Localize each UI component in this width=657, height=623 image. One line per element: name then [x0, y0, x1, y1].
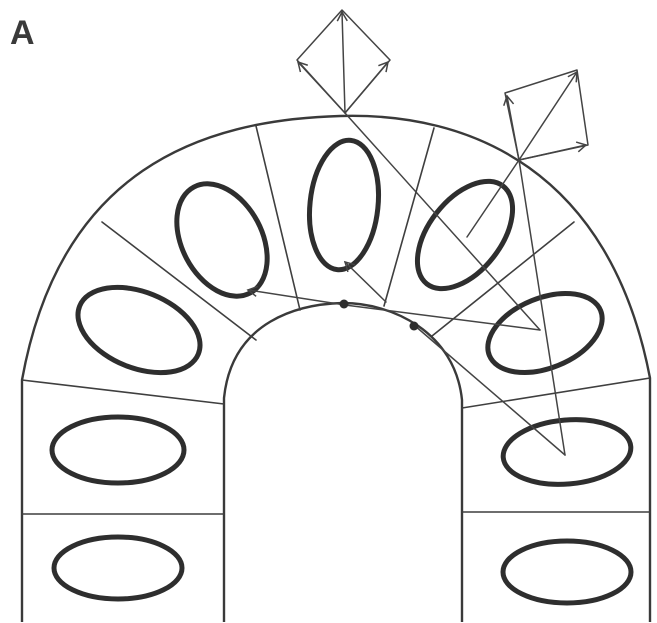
- nucleus: [476, 278, 613, 388]
- nucleus: [65, 271, 212, 389]
- nucleus: [52, 417, 184, 483]
- component-arrow: [519, 145, 586, 160]
- cell-borders: [22, 126, 650, 514]
- contact-point: [410, 322, 419, 331]
- component-arrow: [507, 96, 519, 160]
- contact-point: [340, 300, 349, 309]
- cell-border: [22, 380, 224, 404]
- nucleus: [159, 168, 286, 312]
- component-arrow: [345, 62, 388, 113]
- component-arrow: [298, 62, 345, 113]
- parallelogram-outline: [505, 70, 588, 160]
- nucleus: [303, 137, 384, 273]
- force-line: [345, 262, 386, 302]
- force-lines: [248, 113, 565, 455]
- cell-border: [384, 128, 434, 306]
- nucleus: [503, 541, 631, 603]
- nucleus: [54, 537, 182, 599]
- force-line: [519, 160, 565, 455]
- nuclei: [52, 137, 634, 603]
- force-diagram-right: [505, 70, 588, 160]
- force-diagram-apex: [297, 10, 390, 113]
- nucleus: [500, 415, 633, 490]
- resultant-arrow: [342, 12, 345, 113]
- inner-lumen-outline: [224, 303, 462, 622]
- force-line: [345, 305, 540, 330]
